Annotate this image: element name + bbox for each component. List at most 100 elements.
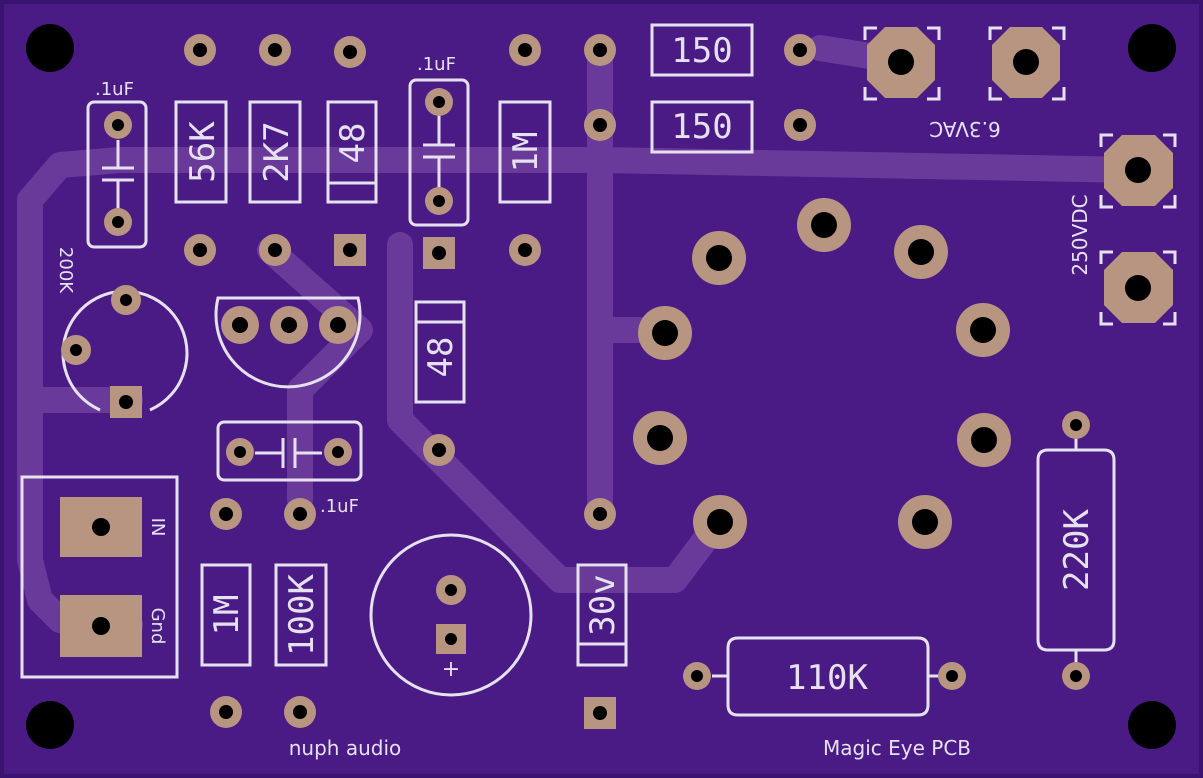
pad-hole <box>432 246 446 260</box>
resistor-56k-label: 56K <box>183 121 223 183</box>
input-connector-outline <box>20 475 179 679</box>
resistor-150a-outline <box>650 23 754 77</box>
pad-hole <box>343 243 357 257</box>
gnd-label: Gnd <box>147 608 168 645</box>
pad-hole <box>593 118 607 132</box>
terminal-brackets <box>863 26 1177 326</box>
pad-hole <box>1070 670 1082 682</box>
resistor-1m-bottom-outline <box>200 563 252 667</box>
electrolytic-plus-label: + <box>442 657 460 682</box>
pad-hole <box>888 49 914 75</box>
square-pads <box>60 234 616 729</box>
resistor-100k-outline <box>274 563 328 667</box>
resistor-150b-label: 150 <box>671 107 732 147</box>
pad-hole <box>293 705 307 719</box>
pad-hole <box>432 443 446 457</box>
pad-hole <box>445 633 457 645</box>
pad-hole <box>234 446 246 458</box>
resistor-2k7-label: 2K7 <box>257 121 297 182</box>
resistor-1m-top-outline <box>498 100 552 204</box>
pad-hole <box>112 216 124 228</box>
pad-hole <box>652 320 678 346</box>
pad-hole <box>647 425 673 451</box>
pot-label: 200K <box>55 247 76 294</box>
pad-hole <box>1125 157 1151 183</box>
maker-label: nuph audio <box>289 736 402 760</box>
resistor-110k-label: 110K <box>786 658 868 698</box>
pad-hole <box>268 43 282 57</box>
pad-hole <box>811 212 837 238</box>
pad-hole <box>219 705 233 719</box>
vdc-label: 250VDC <box>1068 194 1092 275</box>
resistor-48-top-outline <box>326 100 378 204</box>
pad-hole <box>343 45 357 59</box>
cap-left-outline <box>86 100 148 249</box>
mounting-hole <box>1128 701 1176 749</box>
silkscreen-labels: .1uF .1uF .1uF 56K 2K7 48 1M 150 150 48 … <box>55 31 1097 760</box>
round-pads <box>61 34 1090 728</box>
tube-socket-pads <box>633 198 1011 549</box>
pad-hole <box>946 670 958 682</box>
resistor-110k-outline <box>712 636 942 717</box>
pad-hole <box>793 118 807 132</box>
resistor-48-mid-outline <box>414 300 466 404</box>
pad-hole <box>119 395 133 409</box>
silkscreen-outlines <box>20 23 1177 717</box>
pad-hole <box>92 617 110 635</box>
pad-hole <box>268 243 282 257</box>
resistor-150a-label: 150 <box>671 31 732 71</box>
pad-hole <box>912 509 938 535</box>
pad-hole <box>793 43 807 57</box>
pad-hole <box>112 119 124 131</box>
pad-hole <box>518 243 532 257</box>
pad-hole <box>219 507 233 521</box>
resistor-56k-outline <box>174 100 228 204</box>
resistor-48-top-label: 48 <box>333 123 373 164</box>
zener-30v-outline <box>576 563 628 667</box>
pad-hole <box>193 243 207 257</box>
pad-hole <box>120 294 132 306</box>
pad-hole <box>293 507 307 521</box>
vac-label: 6.3VAC <box>929 117 1001 141</box>
bracket <box>863 26 941 101</box>
resistor-2k7-outline <box>248 100 302 204</box>
pad-hole <box>193 43 207 57</box>
bracket <box>1099 133 1177 209</box>
pad-hole <box>92 518 110 536</box>
bracket <box>988 26 1066 101</box>
resistor-1m-bottom-label: 1M <box>207 595 247 636</box>
pads <box>60 27 1173 729</box>
pad-hole <box>1125 275 1151 301</box>
pad-hole <box>706 245 732 271</box>
transistor-outline <box>214 296 362 389</box>
pad-hole <box>518 43 532 57</box>
pad-hole <box>691 670 703 682</box>
pad-hole <box>433 195 445 207</box>
resistor-150b-outline <box>650 100 754 154</box>
pad-hole <box>1070 419 1082 431</box>
pad-hole <box>433 96 445 108</box>
cap-bottom-label: .1uF <box>320 496 359 517</box>
pad-hole <box>445 584 457 596</box>
resistor-220k-label: 220K <box>1057 509 1097 591</box>
electrolytic-cap-outline <box>369 533 533 697</box>
pad-hole <box>593 706 607 720</box>
pad-hole <box>1013 49 1039 75</box>
pad-hole <box>70 344 82 356</box>
pad-hole <box>332 446 344 458</box>
mounting-hole <box>26 24 74 72</box>
mounting-holes <box>26 24 1176 749</box>
bracket <box>1099 250 1177 326</box>
cap-mid-label: .1uF <box>417 54 456 75</box>
pad-hole <box>281 317 297 333</box>
resistor-1m-top-label: 1M <box>506 132 546 173</box>
pad-hole <box>232 317 248 333</box>
mounting-hole <box>1128 24 1176 72</box>
cap-bottom-outline <box>216 420 363 482</box>
in-label: IN <box>147 518 168 537</box>
pad-hole <box>707 509 733 535</box>
pad-hole <box>971 427 997 453</box>
resistor-48-mid-label: 48 <box>421 337 461 378</box>
